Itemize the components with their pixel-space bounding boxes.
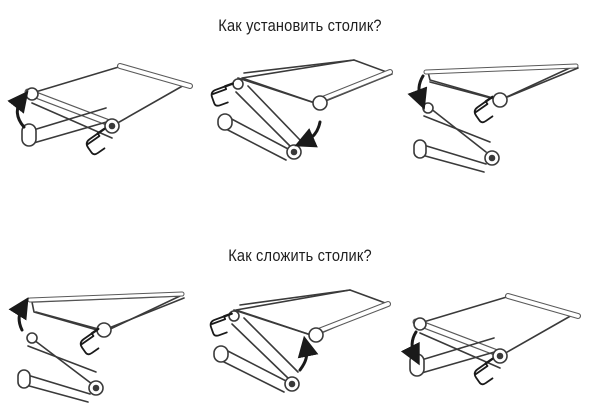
- curved-arrow-icon: [7, 90, 29, 129]
- curved-arrow-icon: [400, 330, 420, 366]
- pointing-hand-icon: [473, 95, 494, 124]
- hinge-knob-icon: [92, 384, 100, 392]
- laptop-table-icon: [17, 291, 185, 403]
- curved-arrow-icon: [8, 297, 29, 332]
- fold-step-2: [209, 289, 391, 393]
- hinge-knob-icon: [496, 352, 504, 360]
- hinge-knob-icon: [288, 380, 296, 388]
- hinge-knob-icon: [488, 154, 496, 162]
- hinge-knob-icon: [108, 122, 116, 130]
- install-step-3: [407, 63, 579, 173]
- hinge-knob-icon: [290, 148, 298, 156]
- pointing-hand-icon: [79, 327, 100, 356]
- curved-arrow-icon: [297, 335, 319, 372]
- laptop-table-icon: [21, 63, 193, 147]
- pointing-hand-icon: [209, 312, 233, 337]
- pointing-hand-icon: [85, 127, 106, 156]
- pointing-hand-icon: [210, 82, 234, 107]
- install-step-2: [210, 59, 393, 161]
- install-heading: Как установить столик?: [218, 16, 382, 35]
- curved-arrow-icon: [407, 74, 428, 110]
- fold-step-3: [400, 293, 581, 386]
- install-step-1: [7, 63, 193, 156]
- laptop-table-icon: [217, 59, 393, 161]
- fold-step-1: [8, 291, 185, 403]
- curved-arrow-icon: [294, 120, 322, 148]
- fold-heading: Как сложить столик?: [228, 246, 372, 265]
- laptop-table-icon: [413, 63, 579, 173]
- laptop-table-icon: [409, 293, 581, 377]
- laptop-table-icon: [213, 289, 391, 393]
- pointing-hand-icon: [473, 357, 494, 386]
